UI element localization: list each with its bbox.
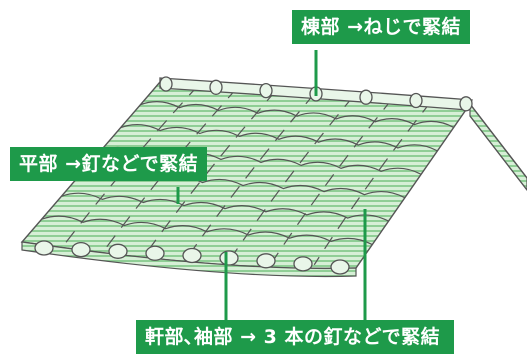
tile-seam [230, 95, 355, 259]
tile-seam [188, 92, 316, 256]
tile-row [41, 215, 373, 246]
ridge-cap-end [209, 79, 223, 95]
tile-seam [313, 100, 432, 266]
tile-seam [146, 89, 277, 253]
eave-tile-end [108, 243, 128, 259]
eave-tile-end [330, 259, 350, 275]
eaves-edge-fastening-label: 軒部､袖部 → 3 本の釘などで緊結 [136, 320, 455, 354]
eave-tile-end [145, 245, 165, 261]
eave-tile-end [256, 253, 276, 269]
tile-row [61, 192, 389, 222]
tile-row [120, 123, 438, 152]
flat-section-fastening-label: 平部 →釘などで緊結 [10, 147, 208, 181]
ridge-cap-end [409, 92, 423, 109]
gable-side [469, 102, 527, 191]
ridge-cap-end [159, 76, 173, 92]
ridge-caps [159, 76, 473, 112]
eave-tile-end [293, 256, 313, 272]
ridge-cap-end [359, 89, 373, 105]
eave-tile-end [71, 241, 91, 258]
eave-tile-end [182, 247, 202, 264]
eave-caps [34, 240, 350, 275]
tile-row [140, 101, 454, 128]
ridge-cap-end [259, 82, 273, 99]
tile-seam [271, 98, 393, 262]
eave-tile-end [34, 240, 54, 256]
ridge-fastening-label: 棟部 →ねじで緊結 [292, 10, 471, 44]
ridge-cap-end [459, 96, 473, 112]
tile-rows [41, 84, 454, 266]
eave-tile-end [219, 250, 239, 266]
